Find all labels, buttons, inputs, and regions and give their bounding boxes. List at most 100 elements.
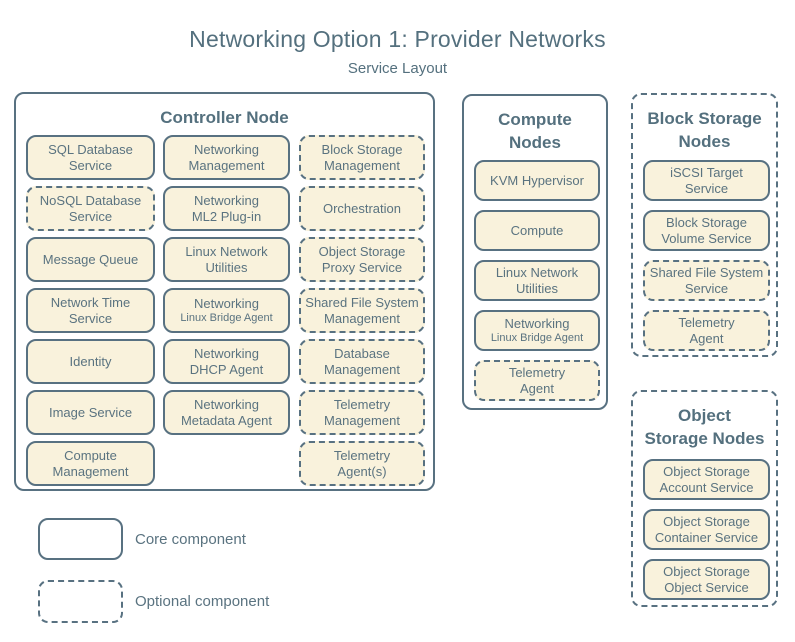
service-box-label: Shared File System bbox=[305, 294, 419, 310]
service-box-sublabel: Linux Bridge Agent bbox=[490, 332, 584, 344]
service-box-sublabel: Linux Bridge Agent bbox=[180, 312, 273, 324]
service-box-label: Object Storage bbox=[663, 463, 750, 479]
service-box-label: Identity bbox=[69, 353, 112, 369]
service-box: Image Service bbox=[26, 390, 155, 435]
controller-node-heading: Controller Node bbox=[16, 106, 433, 129]
service-box-label: iSCSI Target bbox=[670, 164, 743, 180]
service-box-label: Linux Network bbox=[495, 264, 579, 280]
service-box-label: Service bbox=[684, 280, 729, 296]
page-subtitle: Service Layout bbox=[347, 60, 448, 77]
page-title: Networking Option 1: Provider Networks bbox=[189, 26, 606, 52]
service-box-label: Message Queue bbox=[42, 251, 139, 267]
service-box: KVM Hypervisor bbox=[474, 160, 600, 201]
service-box-label: Telemetry bbox=[333, 447, 391, 463]
heading-line: Storage Nodes bbox=[644, 429, 765, 448]
heading-line: Nodes bbox=[509, 133, 561, 152]
service-box-label: Account Service bbox=[659, 479, 754, 495]
service-box-label: Management bbox=[52, 463, 129, 479]
service-box-label: KVM Hypervisor bbox=[490, 172, 584, 188]
heading-line: Compute bbox=[498, 110, 572, 129]
service-box-label: Compute bbox=[64, 447, 117, 463]
service-box-label: Networking bbox=[193, 296, 260, 311]
service-box-label: Network Time bbox=[50, 294, 131, 310]
service-box-label: Database bbox=[334, 345, 390, 361]
service-box-label: Object Storage bbox=[318, 243, 406, 259]
service-box-label: Container Service bbox=[654, 529, 759, 545]
service-box-label: Telemetry bbox=[678, 314, 735, 330]
heading-line: Object bbox=[678, 406, 731, 425]
service-box-label: Agent bbox=[520, 380, 554, 396]
service-box-label: Block Storage bbox=[321, 141, 403, 157]
service-box-label: NoSQL Database bbox=[39, 192, 142, 208]
service-box-label: ML2 Plug-in bbox=[191, 208, 262, 224]
service-box: Identity bbox=[26, 339, 155, 384]
compute-nodes-heading: Compute Nodes bbox=[464, 108, 606, 154]
service-box: Message Queue bbox=[26, 237, 155, 282]
service-box-label: Linux Network bbox=[185, 243, 268, 259]
service-box-label: Service bbox=[684, 180, 729, 196]
service-box-label: Object Service bbox=[664, 579, 749, 595]
service-box-label: Volume Service bbox=[661, 230, 752, 246]
block-storage-nodes-heading: Block Storage Nodes bbox=[633, 107, 776, 153]
service-box-label: Image Service bbox=[48, 404, 133, 420]
service-box-label: Agent(s) bbox=[337, 463, 387, 479]
service-box-label: Management bbox=[188, 157, 265, 173]
service-box-label: Shared File System bbox=[649, 264, 764, 280]
service-box-label: Telemetry bbox=[508, 364, 566, 380]
service-box: Orchestration bbox=[299, 186, 425, 231]
service-box-label: Service bbox=[68, 310, 113, 326]
heading-line: Nodes bbox=[678, 132, 731, 151]
legend-optional-swatch bbox=[38, 580, 123, 623]
service-box-label: Object Storage bbox=[663, 563, 750, 579]
service-box-label: SQL Database bbox=[48, 141, 133, 157]
service-box-label: Proxy Service bbox=[321, 259, 403, 275]
heading-line: Block Storage bbox=[647, 109, 762, 128]
legend-optional-label: Optional component bbox=[135, 593, 270, 610]
service-box-label: Management bbox=[324, 361, 400, 377]
service-box-label: Utilities bbox=[516, 280, 558, 296]
service-box-label: Compute bbox=[510, 222, 564, 238]
service-box-label: Service bbox=[68, 157, 113, 173]
service-box-label: Networking bbox=[504, 316, 570, 331]
legend-core-swatch bbox=[38, 518, 123, 560]
legend-optional-row: Optional component bbox=[38, 580, 269, 623]
service-box-label: Utilities bbox=[205, 259, 248, 275]
heading-line: Controller Node bbox=[160, 108, 289, 127]
service-box-label: Telemetry bbox=[333, 396, 391, 412]
object-storage-nodes-heading: Object Storage Nodes bbox=[633, 404, 776, 450]
service-box-label: Service bbox=[68, 208, 113, 224]
service-box-label: Management bbox=[324, 412, 400, 428]
service-box-label: Networking bbox=[193, 141, 260, 157]
service-box-label: Management bbox=[324, 310, 400, 326]
